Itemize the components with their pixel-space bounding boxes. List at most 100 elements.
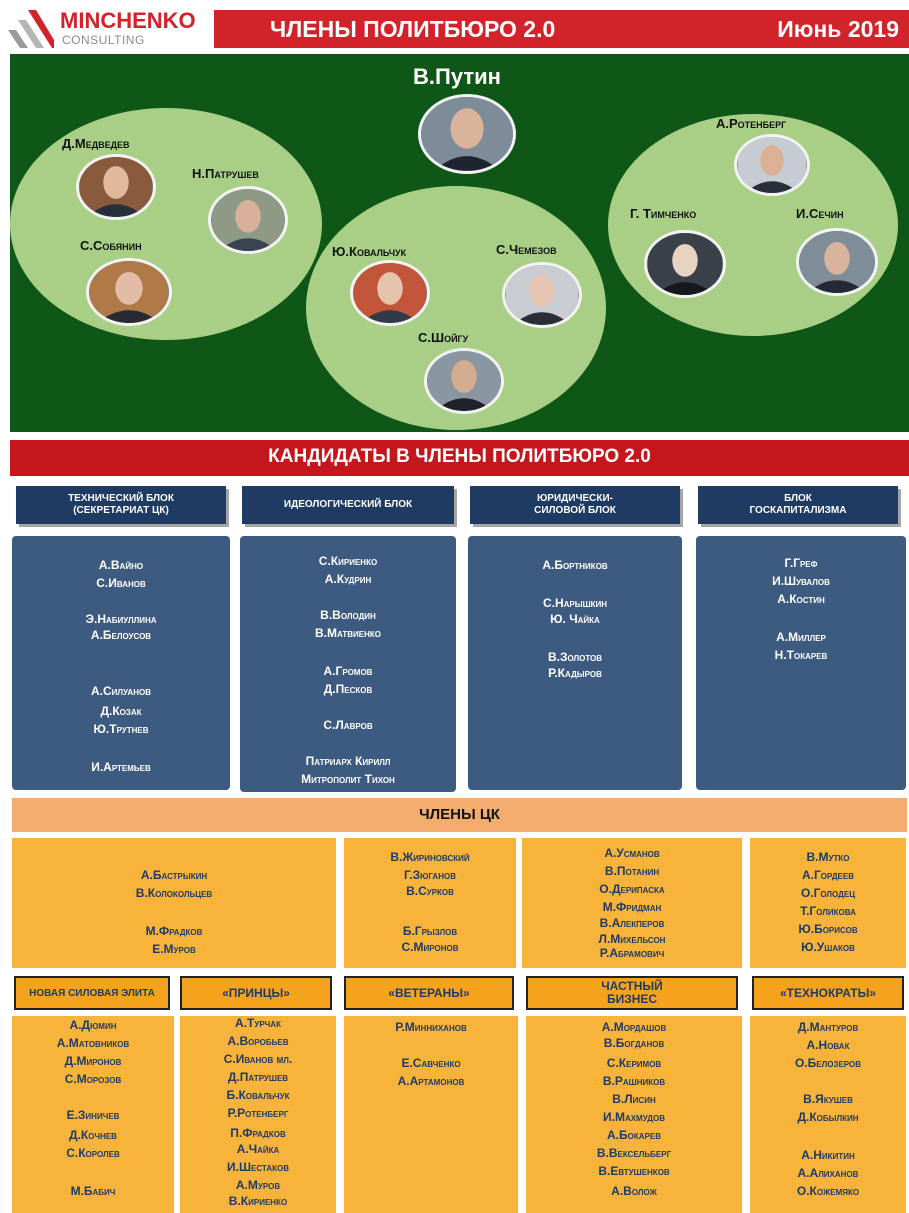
group-header-new-elite: НОВАЯ СИЛОВАЯ ЭЛИТА (14, 976, 170, 1010)
list-item: О.Голодец (800, 886, 856, 900)
block-ideological: С.Кириенко А.Кудрин В.Володин В.Матвиенк… (240, 536, 456, 792)
list-item: П.Фрадков (230, 1126, 286, 1140)
list-item: Т.Голикова (800, 904, 856, 918)
list-item: А.Алиханов (797, 1166, 859, 1180)
list-item: Г.Греф (784, 556, 818, 570)
list-item: В.Матвиенко (314, 626, 381, 640)
center-group-name-3: С.Шойгу (418, 330, 469, 345)
list-item: Н.Токарев (774, 648, 828, 662)
list-item: Е.Муров (152, 942, 196, 956)
list-item: С.Миронов (401, 940, 459, 954)
list-item: А.Гордеев (801, 868, 854, 882)
right-group-name-3: И.Сечин (796, 206, 844, 221)
list-item: В.Алекперов (599, 916, 665, 930)
list-item: Ю.Трутнев (93, 722, 149, 736)
list-item: Р.Минниханов (395, 1020, 467, 1034)
list-item: А.Мордашов (601, 1020, 667, 1034)
list-item: В.Володин (320, 608, 376, 622)
list-item: Д.Кочнев (69, 1128, 117, 1142)
ck-group-4: В.Мутко А.Гордеев О.Голодец Т.Голикова Ю… (750, 838, 906, 968)
list-item: А.Волож (611, 1184, 657, 1198)
left-group-name-1: Д.Медведев (62, 136, 130, 151)
list-item: А.Бортников (542, 558, 608, 572)
list-item: А.Громов (323, 664, 373, 678)
group-header-princes: «ПРИНЦЫ» (180, 976, 332, 1010)
list-item: В.Колокольцев (135, 886, 213, 900)
list-item: В.Якушев (803, 1092, 853, 1106)
list-item: А.Дюмин (69, 1018, 117, 1032)
page-title: ЧЛЕНЫ ПОЛИТБЮРО 2.0 (270, 16, 556, 42)
list-item: С.Кириенко (318, 554, 378, 568)
right-group-photo-2 (644, 230, 726, 298)
list-item: Б.Ковальчук (226, 1088, 290, 1102)
list-item: И.Шестаков (227, 1160, 289, 1174)
group-technocrats: Д.Мантуров А.Новак О.Белозеров В.Якушев … (750, 1016, 906, 1213)
list-item: А.Артамонов (397, 1074, 465, 1088)
ck-group-3: А.Усманов В.Потанин О.Дерипаска М.Фридма… (522, 838, 742, 968)
list-item: С.Иванов (96, 576, 146, 590)
leader-name: В.Путин (413, 64, 501, 89)
list-item: Д.Козак (100, 704, 142, 718)
list-item: А.Бокарев (607, 1128, 661, 1142)
block-header-ideological: ИДЕОЛОГИЧЕСКИЙ БЛОК (242, 486, 454, 524)
group-new-elite: А.Дюмин А.Матовников Д.Миронов С.Морозов… (12, 1016, 174, 1213)
list-item: А.Костин (777, 592, 825, 606)
list-item: А.Кудрин (324, 572, 372, 586)
list-item: А.Миллер (776, 630, 826, 644)
candidates-title: КАНДИДАТЫ В ЧЛЕНЫ ПОЛИТБЮРО 2.0 (268, 446, 651, 467)
list-item: В.Евтушенков (598, 1164, 670, 1178)
left-group-name-3: С.Собянин (80, 238, 142, 253)
ck-title-bar: ЧЛЕНЫ ЦК (12, 798, 907, 832)
list-item: С.Керимов (606, 1056, 662, 1070)
list-item: Д.Патрушев (227, 1070, 289, 1084)
list-item: А.Чайка (236, 1142, 280, 1156)
list-item: И.Махмудов (602, 1110, 665, 1124)
logo-stripes-icon (8, 10, 54, 48)
list-item: В.Вексельберг (596, 1146, 672, 1160)
list-item: А.Усманов (604, 846, 660, 860)
list-item: С.Королев (66, 1146, 120, 1160)
list-item: М.Бабич (70, 1184, 116, 1198)
list-item: С.Нарышкин (542, 596, 608, 610)
list-item: Р.Ротенберг (227, 1106, 289, 1120)
list-item: А.Муров (235, 1178, 281, 1192)
list-item: В.Сурков (406, 884, 454, 898)
list-item: Д.Миронов (64, 1054, 122, 1068)
left-group-photo-2 (208, 186, 288, 254)
left-group-name-2: Н.Патрушев (192, 166, 259, 181)
list-item: А.Матовников (56, 1036, 130, 1050)
left-group-photo-3 (86, 258, 172, 326)
block-header-technical: ТЕХНИЧЕСКИЙ БЛОК (СЕКРЕТАРИАТ ЦК) (16, 486, 226, 524)
right-group-photo-1 (734, 134, 810, 196)
list-item: В.Потанин (604, 864, 660, 878)
list-item: В.Мутко (806, 850, 850, 864)
list-item: О.Белозеров (794, 1056, 862, 1070)
group-veterans: Р.Минниханов Е.Савченко А.Артамонов (344, 1016, 518, 1213)
left-group-photo-1 (76, 154, 156, 220)
list-item: В.Богданов (603, 1036, 665, 1050)
list-item: Ю. Чайка (550, 612, 600, 626)
group-header-private-business: ЧАСТНЫЙ БИЗНЕС (526, 976, 738, 1010)
ck-title: ЧЛЕНЫ ЦК (419, 806, 500, 823)
center-group-photo-2 (502, 262, 582, 328)
leader-photo (418, 94, 516, 174)
list-item: А.Бастрыкин (140, 868, 208, 882)
list-item: Д.Кобылкин (797, 1110, 859, 1124)
group-header-technocrats: «ТЕХНОКРАТЫ» (752, 976, 904, 1010)
list-item: Г.Зюганов (404, 868, 456, 882)
logo-subtitle: CONSULTING (62, 33, 145, 47)
list-item: Р.Абрамович (599, 946, 665, 960)
block-legal: А.Бортников С.Нарышкин Ю. Чайка В.Золото… (468, 536, 682, 790)
politburo-panel: В.Путин Д.Медведев Н.Патрушев С.Собянин … (10, 54, 909, 432)
list-item: А.Турчак (235, 1016, 281, 1030)
ck-group-2: В.Жириновский Г.Зюганов В.Сурков Б.Грызл… (344, 838, 516, 968)
list-item: Р.Кадыров (548, 666, 602, 680)
right-group-photo-3 (796, 228, 878, 296)
group-princes: А.Турчак А.Воробьев С.Иванов мл. Д.Патру… (180, 1016, 336, 1213)
list-item: Ю.Ушаков (801, 940, 855, 954)
list-item: А.Белоусов (90, 628, 152, 642)
list-item: Патриарх Кирилл (305, 754, 391, 768)
list-item: А.Никитин (801, 1148, 855, 1162)
list-item: В.Кириенко (228, 1194, 288, 1208)
list-item: С.Иванов мл. (223, 1052, 293, 1066)
